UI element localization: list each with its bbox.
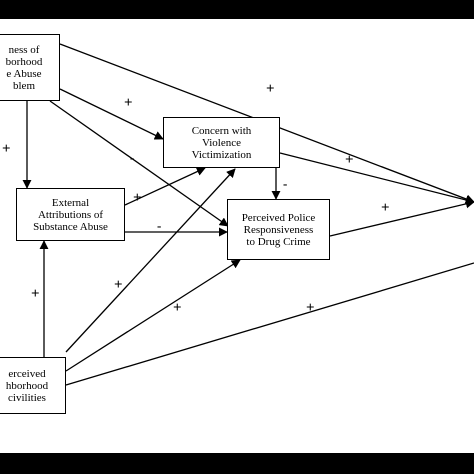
node-external-line-3: Substance Abuse bbox=[33, 220, 108, 233]
arrow-external-to-concern bbox=[124, 167, 206, 206]
node-seriousness: ness of borhood e Abuse blem bbox=[0, 34, 60, 101]
sign-seriousness-to-concern: + bbox=[124, 95, 133, 111]
arrow-seriousness-to-concern bbox=[59, 88, 164, 140]
node-seriousness-line-4: blem bbox=[13, 79, 35, 92]
node-external-line-2: Attributions of bbox=[37, 208, 104, 221]
sign-seriousness-to-responsiveness: - bbox=[130, 150, 135, 165]
node-responsiveness: Perceived Police Responsiveness to Drug … bbox=[227, 199, 330, 260]
sign-incivilities-to-responsiveness: + bbox=[173, 300, 182, 316]
diagram-arrows bbox=[22, 43, 474, 386]
node-incivilities-line-1: erceived bbox=[8, 367, 46, 380]
arrow-incivilities-to-responsiveness bbox=[65, 259, 241, 372]
sign-external-to-concern: + bbox=[133, 190, 142, 206]
node-responsiveness-line-1: Perceived Police bbox=[241, 211, 316, 224]
sign-responsiveness-to-outcome: + bbox=[381, 200, 390, 216]
sign-seriousness-to-external: + bbox=[2, 141, 11, 157]
node-incivilities-line-3: civilities bbox=[8, 391, 46, 404]
sign-incivilities-to-outcome: + bbox=[306, 300, 315, 316]
sign-external-to-responsiveness: - bbox=[157, 218, 162, 233]
arrow-incivilities-to-concern bbox=[65, 168, 236, 353]
node-seriousness-line-2: borhood bbox=[5, 55, 43, 68]
sign-concern-to-outcome: + bbox=[345, 152, 354, 168]
path-diagram: ness of borhood e Abuse blem Concern wit… bbox=[0, 19, 474, 453]
node-incivilities-line-2: hborhood bbox=[5, 379, 49, 392]
node-seriousness-line-3: e Abuse bbox=[6, 67, 42, 80]
arrow-incivilities-to-outcome bbox=[65, 262, 474, 386]
arrow-responsiveness-to-outcome bbox=[329, 199, 474, 237]
sign-incivilities-to-concern: + bbox=[114, 277, 123, 293]
arrow-seriousness-to-responsiveness bbox=[49, 100, 229, 227]
node-external: External Attributions of Substance Abuse bbox=[16, 188, 125, 241]
node-concern: Concern with Violence Victimization bbox=[163, 117, 280, 168]
sign-concern-to-responsiveness: - bbox=[283, 176, 288, 191]
node-external-line-1: External bbox=[51, 196, 90, 209]
sign-incivilities-to-external: + bbox=[31, 286, 40, 302]
node-concern-line-2: Violence bbox=[201, 136, 242, 149]
node-incivilities: erceived hborhood civilities bbox=[0, 357, 66, 414]
node-seriousness-line-1: ness of bbox=[8, 43, 40, 56]
node-responsiveness-line-3: to Drug Crime bbox=[246, 235, 311, 248]
sign-seriousness-to-outcome: + bbox=[266, 81, 275, 97]
arrow-concern-to-outcome bbox=[279, 152, 474, 205]
node-concern-line-1: Concern with bbox=[191, 124, 252, 137]
node-concern-line-3: Victimization bbox=[191, 148, 252, 161]
node-responsiveness-line-2: Responsiveness bbox=[243, 223, 314, 236]
